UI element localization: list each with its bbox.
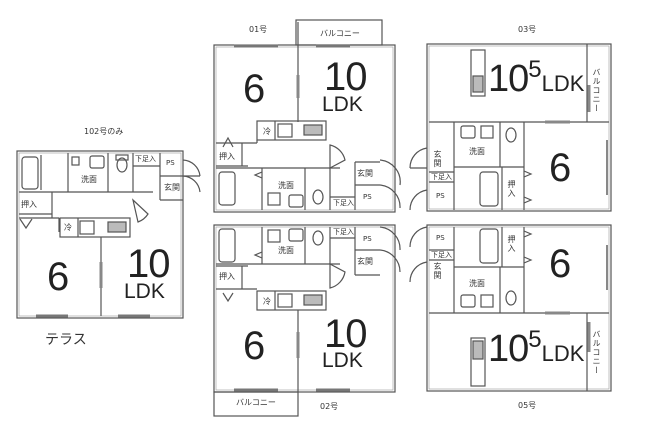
pipe-space-label: PS	[363, 193, 372, 201]
entrance-label: 玄関	[357, 169, 373, 178]
balcony-label: バルコニー	[320, 29, 360, 38]
ldk-label: LDK	[541, 341, 585, 366]
unit-02-walls	[213, 224, 401, 417]
ldk-size: 10	[488, 328, 529, 370]
shoe-box-label: 下足入	[333, 199, 354, 207]
fridge-label: 冷	[64, 223, 72, 232]
entrance-label: 玄関	[357, 257, 373, 266]
ldk-size-fraction: 5	[528, 326, 542, 353]
shoe-box-label: 下足入	[135, 155, 156, 163]
pipe-space-label: PS	[436, 192, 445, 200]
bedroom-size: 6	[47, 255, 70, 299]
shoe-box-label: 下足入	[431, 173, 452, 181]
washroom-label: 洗面	[278, 181, 294, 190]
balcony-label: バルコニー	[592, 330, 601, 375]
terrace-label: テラス	[45, 332, 87, 348]
unit-102-walls	[16, 150, 201, 319]
washroom-label: 洗面	[278, 246, 294, 255]
ldk-size: 10	[488, 58, 529, 100]
entrance-label: 玄関	[433, 150, 442, 168]
ldk-label: LDK	[322, 349, 363, 372]
shoe-box-label: 下足入	[431, 251, 452, 259]
unit-label: 03号	[518, 25, 537, 34]
fridge-label: 冷	[263, 297, 271, 306]
fridge-label: 冷	[263, 127, 271, 136]
closet-label: 押入	[21, 200, 37, 209]
washroom-label: 洗面	[469, 279, 485, 288]
bedroom-size: 6	[243, 324, 266, 368]
washroom-label: 洗面	[469, 147, 485, 156]
unit-label: 02号	[320, 402, 339, 411]
closet-label: 押入	[219, 152, 235, 161]
ldk-label: LDK	[322, 93, 363, 116]
entrance-label: 玄関	[164, 183, 180, 192]
unit-label: 102号のみ	[84, 127, 124, 136]
ldk-label: LDK	[541, 71, 585, 96]
closet-label: 押入	[219, 272, 235, 281]
pipe-space-label: PS	[363, 235, 372, 243]
closet-label: 押入	[507, 235, 516, 253]
balcony-label: バルコニー	[592, 68, 601, 113]
unit-label: 05号	[518, 401, 537, 410]
ldk-size-fraction: 5	[528, 56, 542, 83]
pipe-space-label: PS	[166, 159, 175, 167]
shoe-box-label: 下足入	[333, 228, 354, 236]
balcony-label: バルコニー	[236, 398, 276, 407]
ldk-size: 10	[127, 242, 170, 286]
ldk-size-group: 105LDK	[488, 58, 585, 100]
ldk-size: 10	[324, 312, 367, 356]
unit-05-walls	[409, 224, 612, 392]
entrance-label: 玄関	[433, 262, 442, 280]
unit-01-walls	[213, 19, 401, 213]
unit-03-walls	[409, 43, 612, 212]
bedroom-size: 6	[549, 242, 572, 286]
ldk-label: LDK	[124, 280, 165, 303]
closet-label: 押入	[507, 180, 516, 198]
unit-label: 01号	[249, 25, 268, 34]
bedroom-size: 6	[549, 146, 572, 190]
pipe-space-label: PS	[436, 234, 445, 242]
bedroom-size: 6	[243, 67, 266, 111]
washroom-label: 洗面	[81, 175, 97, 184]
ldk-size-group: 105LDK	[488, 328, 585, 370]
ldk-size: 10	[324, 55, 367, 99]
